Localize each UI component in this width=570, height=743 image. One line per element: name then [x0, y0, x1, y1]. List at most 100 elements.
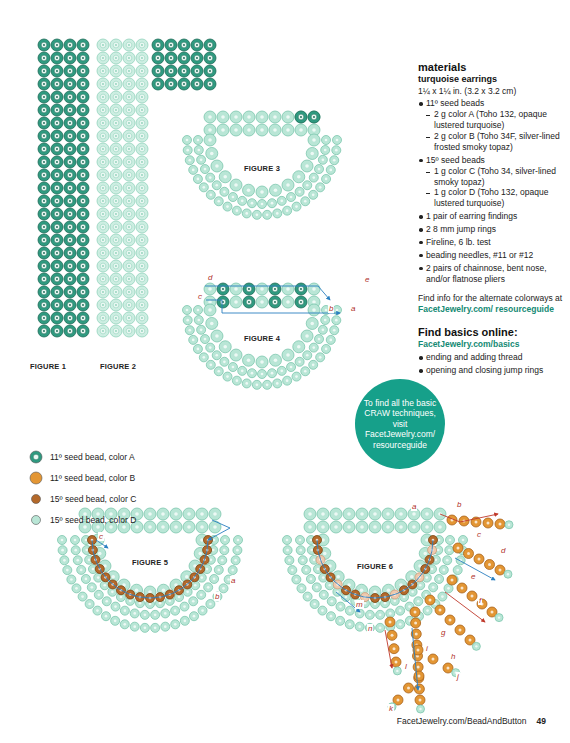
bead — [343, 521, 355, 533]
bead — [291, 569, 294, 572]
bead — [251, 372, 254, 375]
footer-url: FacetJewelry.com/BeadAndButton — [397, 716, 527, 726]
bead — [199, 183, 208, 192]
bead — [113, 68, 119, 74]
bead — [69, 317, 71, 319]
bead — [100, 289, 106, 295]
bead — [434, 521, 446, 533]
bead — [41, 42, 47, 48]
bead — [451, 579, 454, 582]
bead — [309, 360, 318, 369]
bead — [77, 52, 89, 64]
swatch-ring — [33, 454, 39, 460]
bead — [111, 590, 114, 593]
bead — [223, 345, 227, 349]
bead — [256, 383, 259, 386]
bead — [51, 247, 63, 259]
bead — [123, 78, 135, 90]
bead — [186, 319, 189, 322]
bead — [38, 156, 50, 168]
bead — [151, 610, 160, 619]
bead — [123, 208, 135, 220]
swatch-bead — [30, 472, 42, 484]
bead — [317, 521, 329, 533]
bead — [67, 250, 73, 256]
materials-item: beading needles, #11 or #12 — [418, 250, 564, 261]
bead — [128, 161, 130, 163]
bead — [51, 182, 63, 194]
bead — [64, 221, 76, 233]
bead — [300, 288, 302, 290]
bead — [126, 276, 132, 282]
legend-text: 15º seed bead, color C — [50, 494, 136, 504]
bead — [113, 94, 119, 100]
bead — [234, 536, 243, 545]
bead — [268, 369, 277, 378]
bead — [129, 600, 132, 603]
bead — [222, 288, 224, 290]
bead — [453, 543, 463, 553]
bead — [128, 265, 130, 267]
bead — [447, 587, 450, 590]
bead — [242, 379, 251, 388]
bead — [56, 135, 58, 137]
bead — [67, 224, 73, 230]
bead — [304, 521, 316, 533]
bead — [485, 560, 495, 570]
bead — [111, 575, 115, 579]
bead — [100, 55, 106, 61]
bead — [312, 287, 316, 291]
bead — [306, 317, 318, 329]
bead — [51, 91, 63, 103]
bead — [80, 263, 86, 269]
bead — [210, 558, 213, 561]
bead — [80, 328, 86, 334]
bead — [67, 146, 73, 152]
bead — [183, 316, 192, 325]
bead — [136, 286, 148, 298]
bead — [51, 260, 63, 272]
point-letter: e — [470, 572, 476, 581]
bead — [474, 554, 484, 564]
bead — [310, 578, 313, 581]
bead — [369, 521, 381, 533]
materials-item: Fireline, 6 lb. test — [418, 237, 564, 248]
bead — [102, 83, 104, 85]
bead — [111, 616, 120, 625]
bead — [325, 348, 328, 351]
bead — [51, 221, 63, 233]
bead — [312, 138, 316, 142]
bead — [247, 369, 256, 378]
bead — [456, 569, 459, 572]
bead — [136, 182, 148, 194]
bead — [360, 525, 364, 529]
bead — [77, 234, 89, 246]
bead — [139, 185, 145, 191]
bead — [115, 44, 117, 46]
bead — [322, 328, 325, 331]
bead — [193, 174, 202, 183]
bead — [102, 304, 104, 306]
bead — [313, 558, 316, 561]
bead — [207, 68, 213, 74]
bead — [290, 196, 293, 199]
bead — [113, 81, 119, 87]
bead — [248, 288, 250, 290]
bead — [318, 338, 321, 341]
bead — [41, 211, 47, 217]
bead — [64, 247, 76, 259]
bead — [80, 289, 86, 295]
bead — [67, 302, 73, 308]
bead — [183, 136, 192, 145]
bead — [122, 525, 126, 529]
bead — [170, 521, 182, 533]
bead — [136, 325, 148, 337]
bead — [315, 335, 324, 344]
bead — [123, 182, 135, 194]
bead — [180, 616, 189, 625]
bead — [139, 133, 145, 139]
bead — [396, 606, 405, 615]
bead — [256, 111, 268, 123]
bead — [141, 213, 143, 215]
bead — [209, 603, 212, 606]
